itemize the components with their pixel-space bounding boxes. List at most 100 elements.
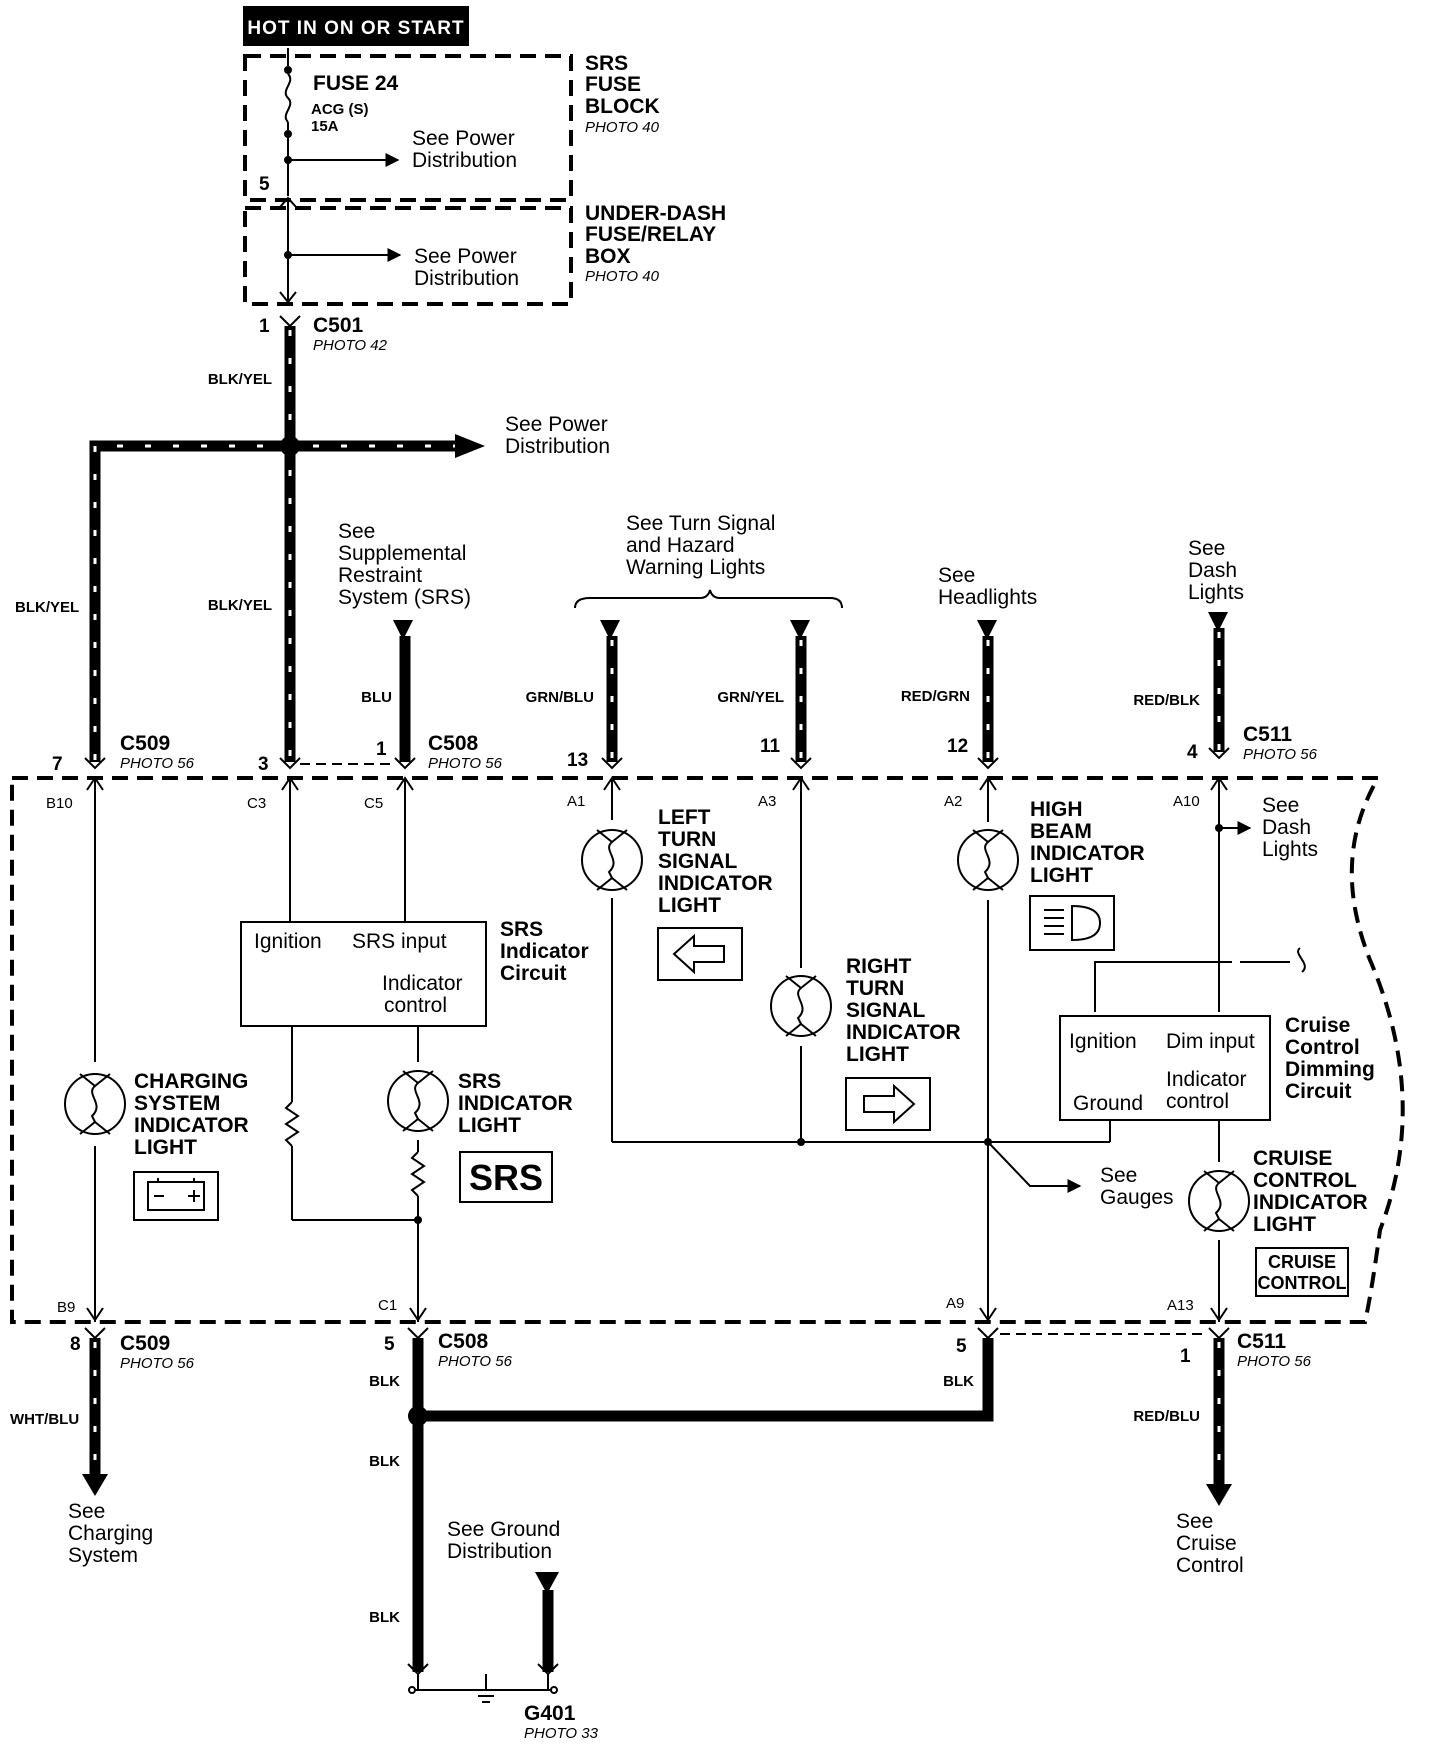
svg-text:See: See <box>1100 1164 1137 1187</box>
svg-text:System: System <box>68 1544 138 1567</box>
cruise-dimming-circuit-title: Cruise Control Dimming Circuit <box>1285 1014 1375 1103</box>
g401-name: G401 <box>524 1702 576 1725</box>
svg-text:BOX: BOX <box>585 245 631 268</box>
wire-blu: BLU <box>361 689 392 706</box>
svg-text:LEFT: LEFT <box>658 806 711 829</box>
g401-photo: PHOTO 33 <box>524 1725 599 1742</box>
svg-text:LIGHT: LIGHT <box>458 1114 521 1137</box>
svg-text:Distribution: Distribution <box>447 1540 552 1563</box>
srs-fuse-block-label: SRS FUSE BLOCK PHOTO 40 <box>585 52 660 136</box>
fuse-24-name: FUSE 24 <box>313 72 399 95</box>
bulb-right-turn <box>770 975 832 1037</box>
svg-text:See: See <box>68 1500 105 1523</box>
svg-text:HOT IN ON OR START: HOT IN ON OR START <box>247 18 464 39</box>
svg-text:See: See <box>1176 1510 1213 1533</box>
srs-fuse-block-outline <box>243 54 573 202</box>
c508-bottom-photo: PHOTO 56 <box>438 1353 513 1370</box>
pin-12: 12 <box>947 736 968 757</box>
see-power-distribution-b: See Power Distribution <box>414 245 519 290</box>
ground-g401-symbol <box>407 1663 559 1703</box>
see-cruise-control: See Cruise Control <box>1176 1510 1244 1577</box>
see-dash-lights-top: See Dash Lights <box>1188 537 1244 604</box>
c508-top-pin-a: 3 <box>258 754 269 775</box>
wire-blk-right: BLK <box>943 1373 974 1390</box>
c508-top-pin-b: 1 <box>376 739 387 760</box>
charging-label: CHARGING SYSTEM INDICATOR LIGHT <box>134 1070 249 1159</box>
fuse-pin: 5 <box>259 174 270 195</box>
svg-text:INDICATOR: INDICATOR <box>458 1092 573 1115</box>
svg-text:Supplemental: Supplemental <box>338 542 466 565</box>
svg-text:LIGHT: LIGHT <box>1030 864 1093 887</box>
wire-blk-low: BLK <box>369 1609 400 1626</box>
svg-text:INDICATOR: INDICATOR <box>134 1114 249 1137</box>
svg-text:LIGHT: LIGHT <box>134 1136 197 1159</box>
cruise-control-badge: CRUISE CONTROL <box>1255 1247 1349 1297</box>
svg-text:CONTROL: CONTROL <box>1258 1273 1347 1293</box>
svg-text:See Power: See Power <box>414 245 517 268</box>
c511-bottom-name: C511 <box>1237 1330 1286 1353</box>
svg-text:Dash: Dash <box>1188 559 1237 582</box>
svg-text:LIGHT: LIGHT <box>846 1043 909 1066</box>
svg-text:PHOTO 40: PHOTO 40 <box>585 268 660 285</box>
svg-text:Cruise: Cruise <box>1176 1532 1237 1555</box>
svg-text:System (SRS): System (SRS) <box>338 586 471 609</box>
svg-text:TURN: TURN <box>846 977 904 1000</box>
wire-blk-yel-top: BLK/YEL <box>208 371 272 388</box>
svg-text:TURN: TURN <box>658 828 716 851</box>
svg-text:See: See <box>1188 537 1225 560</box>
pin-11: 11 <box>760 736 781 757</box>
cruise-light-label: CRUISE CONTROL INDICATOR LIGHT <box>1253 1147 1368 1236</box>
svg-text:A10: A10 <box>1173 793 1200 810</box>
svg-text:Gauges: Gauges <box>1100 1186 1174 1209</box>
c509-bottom-pin: 8 <box>70 1334 81 1355</box>
svg-text:Headlights: Headlights <box>938 586 1037 609</box>
svg-text:A9: A9 <box>946 1295 964 1312</box>
svg-text:CONTROL: CONTROL <box>1253 1169 1357 1192</box>
svg-text:See Turn Signal: See Turn Signal <box>626 512 775 535</box>
wire-red-grn: RED/GRN <box>901 688 970 705</box>
svg-text:C1: C1 <box>378 1297 397 1314</box>
c509-top-photo: PHOTO 56 <box>120 755 195 772</box>
internal-wiring <box>86 776 1306 1322</box>
svg-text:SIGNAL: SIGNAL <box>658 850 738 873</box>
bulb-cruise <box>1188 1170 1250 1232</box>
svg-text:See Ground: See Ground <box>447 1518 560 1541</box>
svg-text:Lights: Lights <box>1188 581 1244 604</box>
hot-in-on-or-start-label: HOT IN ON OR START <box>243 6 469 46</box>
wire-blk-yel-left: BLK/YEL <box>15 599 79 616</box>
svg-text:SYSTEM: SYSTEM <box>134 1092 220 1115</box>
svg-text:Distribution: Distribution <box>505 435 610 458</box>
bottom-pin-5: 5 <box>956 1336 967 1357</box>
srs-indicator-circuit-box: Ignition SRS input Indicator control <box>240 921 487 1027</box>
turn-signal-brace <box>574 589 843 609</box>
svg-text:B9: B9 <box>57 1299 75 1316</box>
svg-text:HIGH: HIGH <box>1030 798 1083 821</box>
svg-text:SRS input: SRS input <box>352 930 447 953</box>
c508-top-photo: PHOTO 56 <box>428 755 503 772</box>
svg-text:Circuit: Circuit <box>500 962 567 985</box>
splice-bottom <box>408 1406 428 1426</box>
svg-text:Indicator: Indicator <box>382 972 463 995</box>
c511-bottom-pin: 1 <box>1180 1346 1191 1367</box>
svg-text:SRS: SRS <box>469 1157 543 1198</box>
svg-text:B10: B10 <box>46 795 73 812</box>
wire-wht-blu: WHT/BLU <box>10 1411 79 1428</box>
wire-blk-mid: BLK <box>369 1453 400 1470</box>
bulb-srs <box>387 1070 449 1132</box>
svg-text:INDICATOR: INDICATOR <box>1253 1191 1368 1214</box>
svg-text:Dimming: Dimming <box>1285 1058 1375 1081</box>
svg-text:SIGNAL: SIGNAL <box>846 999 926 1022</box>
underdash-box-outline <box>243 206 573 306</box>
svg-text:LIGHT: LIGHT <box>1253 1213 1316 1236</box>
svg-text:FUSE: FUSE <box>585 73 641 96</box>
svg-text:control: control <box>384 994 447 1017</box>
svg-text:SRS: SRS <box>500 918 543 941</box>
fuse-24-circuit: ACG (S) <box>311 101 369 118</box>
svg-text:BEAM: BEAM <box>1030 820 1092 843</box>
svg-text:Charging: Charging <box>68 1522 153 1545</box>
wire-blk-c508: BLK <box>369 1373 400 1390</box>
svg-text:CHARGING: CHARGING <box>134 1070 248 1093</box>
c509-top-name: C509 <box>120 732 170 755</box>
c508-top-name: C508 <box>428 732 479 755</box>
svg-text:Dash: Dash <box>1262 816 1311 839</box>
